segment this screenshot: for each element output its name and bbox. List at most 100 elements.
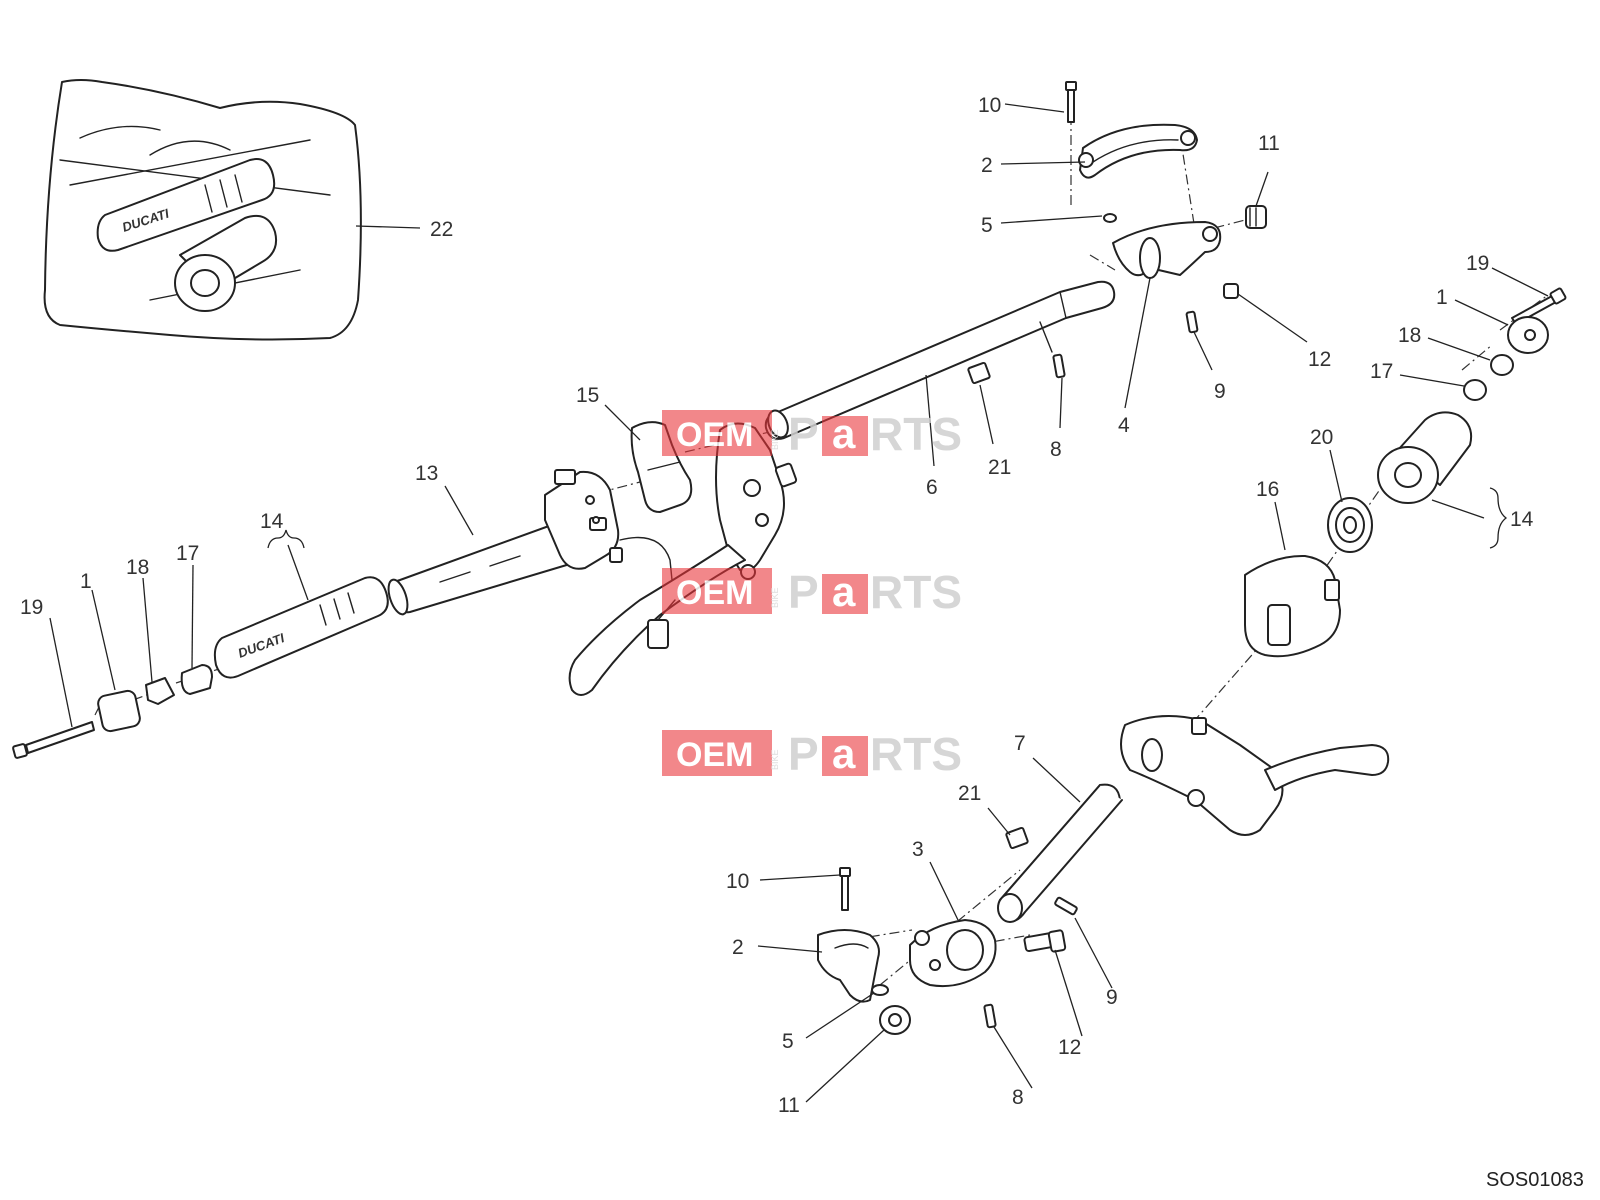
callout-9-top: 9 <box>1214 380 1226 403</box>
callout-16: 16 <box>1256 478 1279 501</box>
bar-end-1-left <box>97 689 141 733</box>
watermark-rts-text: RTS <box>870 408 962 460</box>
washer-5-top <box>1103 213 1117 223</box>
pin-8-bottom <box>983 1003 997 1029</box>
throttle-pulley-20 <box>1327 497 1373 553</box>
watermark-p-text: P <box>788 728 819 780</box>
watermark-oem-text: OEM <box>676 416 753 454</box>
right-grip-14 <box>1377 411 1473 504</box>
callout-21-bottom: 21 <box>958 782 981 805</box>
callouts: 10 2 5 11 12 9 4 8 21 6 15 13 14 19 1 18… <box>20 94 1534 1117</box>
watermark-oem-text: OEM <box>676 574 753 612</box>
callout-19-right: 19 <box>1466 252 1489 275</box>
bushing-11-top <box>1245 205 1267 229</box>
callout-8-bottom: 8 <box>1012 1086 1024 1109</box>
callout-9-bottom: 9 <box>1106 986 1118 1009</box>
left-grip-14: DUCATI <box>213 576 389 679</box>
accessory-grips-inset: DUCATI <box>43 79 362 341</box>
watermark-oem-text: OEM <box>676 736 753 774</box>
drawing-code: SOS01083 <box>1486 1169 1584 1191</box>
watermark-3: OEM BIKE P a RTS <box>662 728 962 780</box>
insert-17-right <box>1463 379 1487 401</box>
callout-12-bottom: 12 <box>1058 1036 1081 1059</box>
callout-19-left: 19 <box>20 596 43 619</box>
callout-20: 20 <box>1310 426 1333 449</box>
watermark-a-box <box>822 416 868 456</box>
watermark-p-text: P <box>788 408 819 460</box>
pin-9-top <box>1185 310 1199 334</box>
callout-13: 13 <box>415 462 438 485</box>
watermark-1: OEM BIKE P a RTS <box>662 408 962 460</box>
screw-12-top <box>1223 283 1239 299</box>
weight-18-left <box>145 677 175 705</box>
callout-18-left: 18 <box>126 556 149 579</box>
inset-grip-lower <box>174 214 278 312</box>
watermark: OEM BIKE P a RTS OEM BIKE P a RTS OEM BI… <box>662 408 962 780</box>
watermark-oem-box <box>662 410 772 456</box>
callout-1-right: 1 <box>1436 286 1448 309</box>
callout-17-left: 17 <box>176 542 199 565</box>
watermark-a-box <box>822 736 868 776</box>
callout-10-top: 10 <box>978 94 1001 117</box>
watermark-oem-box <box>662 568 772 614</box>
washer-5-bottom <box>871 984 889 996</box>
screw-12-bottom <box>1023 929 1067 953</box>
bolt-10-top <box>1065 81 1077 123</box>
lower-clamp-base-4 <box>1112 221 1222 279</box>
callout-5-bottom: 5 <box>782 1030 794 1053</box>
watermark-rts-text: RTS <box>870 728 962 780</box>
callout-14-left: 14 <box>260 510 284 533</box>
insert-17-left <box>180 664 213 695</box>
watermark-a-text: a <box>832 568 856 615</box>
callout-3: 3 <box>912 838 924 861</box>
switch-cable <box>619 536 673 581</box>
callout-10-bottom: 10 <box>726 870 749 893</box>
spacer-21-top <box>967 361 991 385</box>
callout-2-top: 2 <box>981 154 993 177</box>
bracket-14-right <box>1489 487 1508 549</box>
callout-17-right: 17 <box>1370 360 1393 383</box>
pin-8-top <box>1052 353 1066 379</box>
pin-9-bottom <box>1054 896 1078 916</box>
leader-lines <box>49 103 1549 1103</box>
callout-22: 22 <box>430 218 453 241</box>
watermark-2: OEM BIKE P a RTS <box>662 566 962 618</box>
right-switch-housing-16 <box>1244 554 1341 658</box>
bolt-19-left <box>12 721 95 759</box>
bolt-10-bottom <box>839 867 851 911</box>
bushing-11-bottom <box>879 1005 911 1035</box>
callout-18-right: 18 <box>1398 324 1421 347</box>
callout-2-bottom: 2 <box>732 936 744 959</box>
watermark-bike-text: BIKE <box>770 587 780 608</box>
watermark-a-text: a <box>832 410 856 457</box>
left-handlebar-tube-7 <box>997 783 1123 923</box>
callout-11-bottom: 11 <box>778 1094 800 1117</box>
callout-14-right: 14 <box>1510 508 1534 531</box>
watermark-p-text: P <box>788 566 819 618</box>
callout-12-top: 12 <box>1308 348 1331 371</box>
left-switch-housing <box>544 469 623 570</box>
lower-clamp-3 <box>909 919 997 988</box>
watermark-oem-box <box>662 730 772 776</box>
watermark-a-box <box>822 574 868 614</box>
spacer-21-bottom <box>1005 826 1029 850</box>
upper-clamp-top <box>1078 123 1198 179</box>
callout-6: 6 <box>926 476 938 499</box>
callout-1-left: 1 <box>80 570 92 593</box>
callout-21-top: 21 <box>988 456 1011 479</box>
watermark-a-text: a <box>832 730 856 777</box>
watermark-bike-text: BIKE <box>770 749 780 770</box>
bracket-14-left <box>267 529 305 549</box>
callout-5-top: 5 <box>981 214 993 237</box>
callout-7: 7 <box>1014 732 1026 755</box>
callout-4: 4 <box>1118 414 1130 437</box>
weight-18-right <box>1490 354 1514 376</box>
upper-clamp-2-bottom <box>817 929 880 1003</box>
watermark-rts-text: RTS <box>870 566 962 618</box>
brake-master-cylinder <box>568 422 798 696</box>
right-lever-assembly <box>1120 715 1390 836</box>
callout-15: 15 <box>576 384 599 407</box>
inset-grip-upper: DUCATI <box>96 158 276 252</box>
watermark-bike-text: BIKE <box>770 429 780 450</box>
